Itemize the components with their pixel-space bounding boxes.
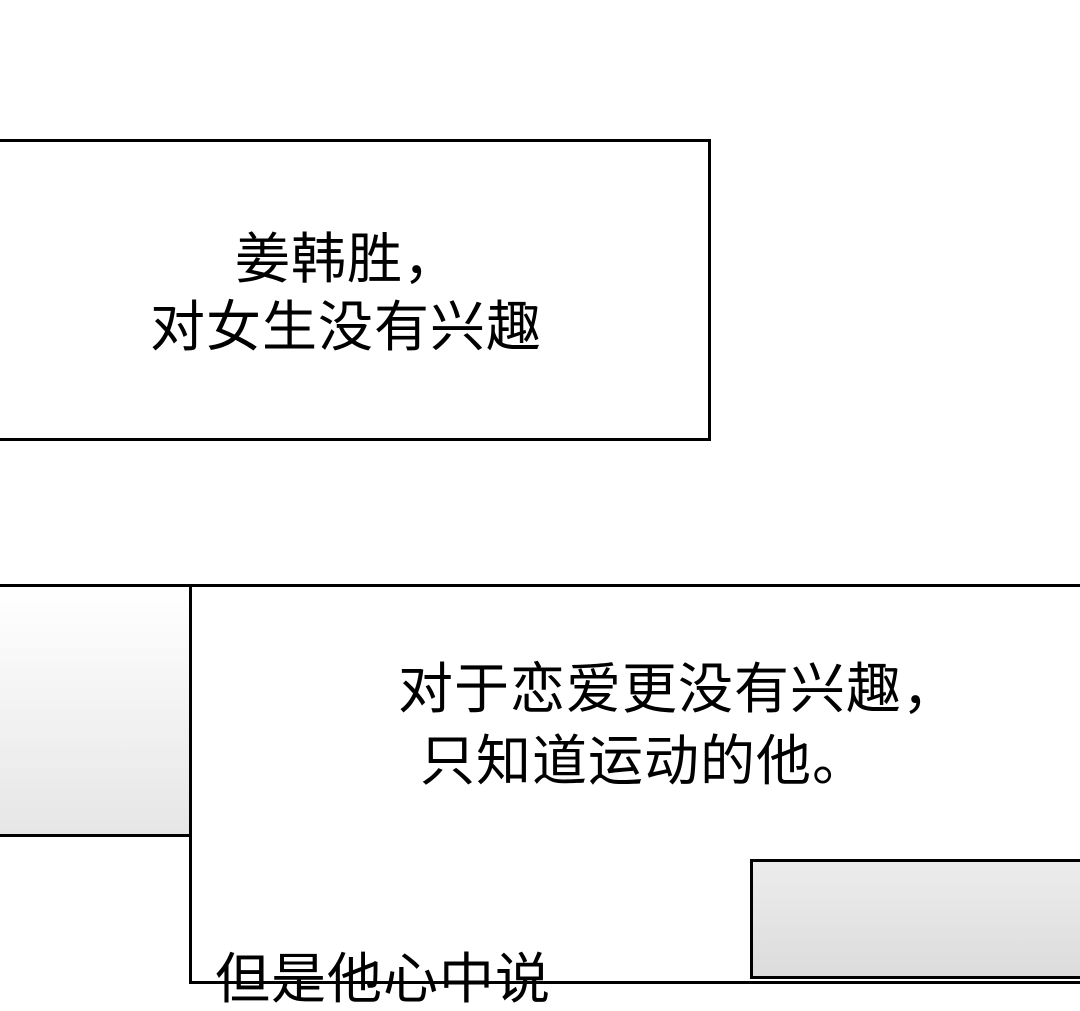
caption-1-line-1: 姜韩胜， [235, 227, 460, 291]
caption-box-1 [0, 139, 711, 441]
panel-gray-right [750, 859, 1080, 979]
caption-2-line-2: 只知道运动的他。 [420, 729, 869, 793]
caption-1-line-2: 对女生没有兴趣 [150, 295, 543, 359]
caption-2-line-1: 对于恋爱更没有兴趣， [398, 657, 959, 721]
panel-gray-left [0, 584, 194, 837]
caption-3-line-1: 但是他心中说 [215, 947, 552, 1011]
